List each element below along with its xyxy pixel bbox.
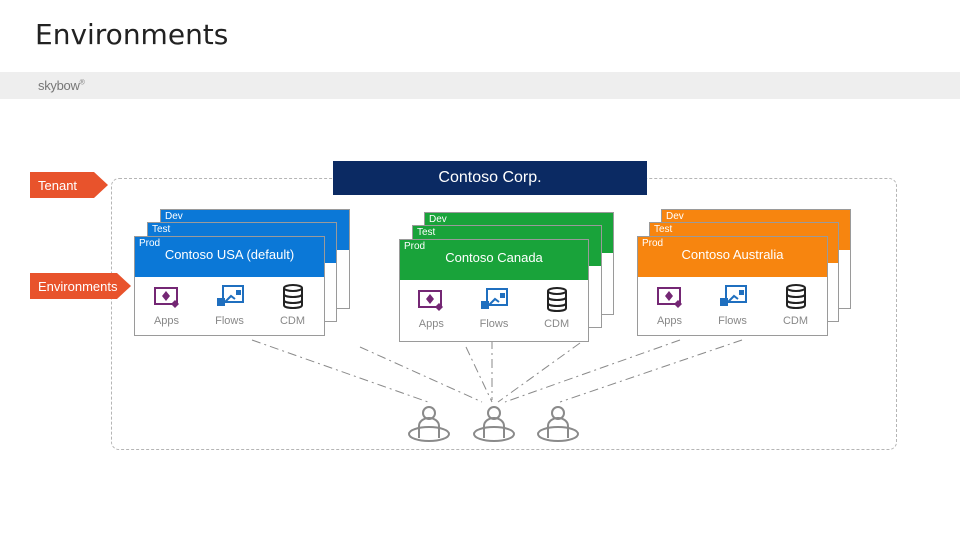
stage-label: Prod	[404, 241, 426, 252]
corp-name: Contoso Corp.	[438, 169, 542, 186]
connector-line	[251, 339, 429, 403]
connector-line	[504, 339, 681, 403]
resource-label: Flows	[215, 315, 244, 327]
resource-label: CDM	[544, 318, 570, 330]
environments-label: Environments	[38, 278, 118, 294]
resource-cdm: CDM	[769, 283, 823, 327]
resource-label: CDM	[782, 315, 809, 327]
corp-box: Contoso Corp.	[333, 161, 647, 195]
flows-icon	[216, 285, 244, 306]
stage-card-prod: Prod Contoso Canada Apps Flows	[399, 239, 589, 342]
tenant-label: Tenant	[38, 177, 78, 193]
stage-label: Test	[152, 224, 171, 235]
stage-label: Dev	[666, 211, 684, 222]
connector-line	[497, 342, 581, 403]
stage-label: Prod	[642, 238, 664, 249]
stage-label: Dev	[165, 211, 183, 222]
resource-label: Apps	[418, 318, 444, 330]
skybow-logo: skybow®	[38, 78, 85, 93]
stage-card-prod: Prod Contoso USA (default) Apps Fl	[134, 236, 325, 336]
page-title: Environments	[35, 18, 229, 51]
resource-apps: Apps	[404, 286, 458, 330]
resource-label: CDM	[279, 315, 306, 327]
apps-icon	[656, 287, 682, 308]
resource-list: Apps Flows CDM	[638, 277, 827, 335]
cdm-icon	[785, 284, 806, 310]
flows-icon	[719, 285, 747, 306]
resource-list: Apps Flows CDM	[135, 277, 324, 335]
stage-header: Prod Contoso Australia	[638, 237, 827, 277]
resource-label: Flows	[479, 318, 509, 330]
environment-name: Contoso Australia	[681, 247, 784, 262]
resource-cdm: CDM	[530, 286, 584, 330]
resource-label: Flows	[718, 315, 747, 327]
resource-flows: Flows	[203, 283, 257, 327]
environment-name: Contoso USA (default)	[164, 247, 295, 262]
stage-card-prod: Prod Contoso Australia Apps Flows	[637, 236, 828, 336]
connector-line	[359, 346, 483, 403]
resource-cdm: CDM	[266, 283, 320, 327]
environments-callout: Environments	[30, 273, 131, 299]
resource-label: Apps	[153, 315, 180, 327]
stage-header: Prod Contoso USA (default)	[135, 237, 324, 277]
resource-flows: Flows	[467, 286, 521, 330]
logo-text: skybow	[38, 78, 80, 93]
resource-apps: Apps	[140, 283, 194, 327]
apps-icon	[153, 287, 179, 308]
resource-flows: Flows	[706, 283, 760, 327]
user-icon	[537, 406, 579, 442]
stage-label: Dev	[429, 214, 447, 225]
logo-mark: ®	[79, 79, 85, 87]
stage-label: Prod	[139, 238, 161, 249]
brand-bar: skybow®	[0, 72, 960, 99]
resource-label: Apps	[656, 315, 683, 327]
resource-apps: Apps	[643, 283, 697, 327]
flows-icon	[480, 288, 508, 309]
connector-line	[559, 339, 743, 403]
stage-label: Test	[654, 224, 673, 235]
cdm-icon	[282, 284, 303, 310]
user-icon	[408, 406, 450, 442]
user-icon	[473, 406, 515, 442]
cdm-icon	[546, 287, 567, 313]
apps-icon	[418, 290, 444, 311]
stage-label: Test	[417, 227, 436, 238]
stage-header: Prod Contoso Canada	[400, 240, 588, 280]
tenant-callout: Tenant	[30, 172, 108, 198]
environment-name: Contoso Canada	[445, 250, 543, 265]
resource-list: Apps Flows CDM	[400, 280, 588, 341]
